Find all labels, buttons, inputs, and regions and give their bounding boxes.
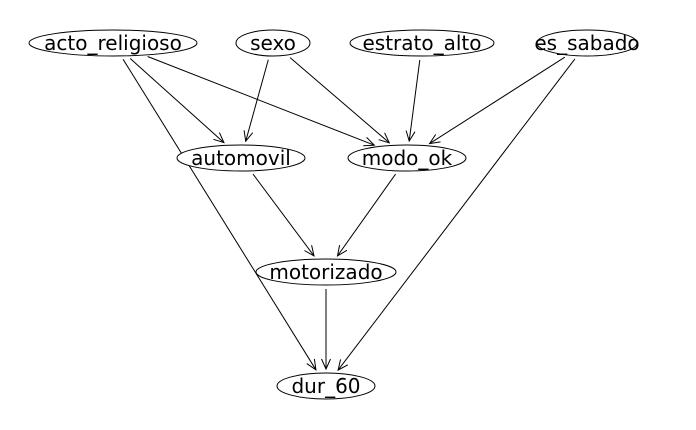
edge-sexo-to-automovil	[243, 59, 269, 143]
node-ellipse	[176, 144, 306, 172]
node-label: estrato_alto	[362, 31, 481, 55]
edge-estrato_alto-to-modo_ok	[405, 59, 421, 143]
node-ellipse	[349, 29, 495, 57]
arrow-head	[405, 130, 416, 143]
edge-automovil-to-motorizado	[252, 173, 315, 257]
arrow-head	[304, 245, 315, 257]
edge-line	[245, 59, 269, 142]
node-label: modo_ok	[362, 146, 453, 170]
arrow-head	[213, 132, 225, 144]
node-ellipse	[255, 258, 397, 286]
edge-line	[408, 59, 421, 142]
node-ellipse	[235, 29, 311, 57]
node-label: sexo	[250, 31, 296, 55]
edge-line	[337, 58, 576, 371]
node-motorizado: motorizado	[255, 258, 397, 286]
node-label: es_sabado	[534, 31, 639, 55]
edge-line	[147, 56, 375, 146]
arrow-head	[378, 132, 391, 144]
node-sexo: sexo	[235, 29, 311, 57]
edge-acto_religioso-to-automovil	[129, 58, 225, 144]
nodes-layer: acto_religioso sexo estrato_alto es_sabadoa…	[28, 29, 640, 400]
node-ellipse	[276, 372, 376, 400]
node-ellipse	[536, 29, 638, 57]
arrow-head	[306, 358, 317, 371]
edge-es_sabado-to-dur_60	[337, 58, 576, 372]
node-label: automovil	[191, 146, 291, 170]
edge-line	[252, 173, 315, 257]
edge-acto_religioso-to-dur_60	[122, 59, 317, 371]
edge-line	[337, 173, 397, 257]
arrow-head	[363, 137, 376, 147]
node-label: acto_religioso	[44, 31, 182, 55]
node-modo_ok: modo_ok	[347, 144, 467, 172]
edge-sexo-to-modo_ok	[289, 57, 391, 144]
edge-line	[429, 56, 566, 145]
node-automovil: automovil	[176, 144, 306, 172]
node-acto_religioso: acto_religioso	[28, 29, 198, 57]
edge-motorizado-to-dur_60	[321, 289, 331, 371]
node-label: dur_60	[291, 374, 360, 398]
edge-line	[122, 59, 317, 371]
node-ellipse	[28, 29, 198, 57]
arrow-head	[428, 134, 441, 145]
node-dur_60: dur_60	[276, 372, 376, 400]
edge-es_sabado-to-modo_ok	[428, 56, 566, 145]
node-es_sabado: es_sabado	[534, 29, 640, 57]
arrow-head	[321, 358, 331, 371]
arrow-head	[243, 130, 254, 143]
node-ellipse	[347, 144, 467, 172]
edge-line	[289, 57, 390, 144]
node-estrato_alto: estrato_alto	[349, 29, 495, 57]
arrow-head	[337, 359, 349, 372]
edge-acto_religioso-to-modo_ok	[147, 56, 376, 147]
edge-line	[129, 58, 225, 143]
arrow-head	[336, 245, 348, 257]
edge-modo_ok-to-motorizado	[336, 173, 397, 257]
node-label: motorizado	[269, 260, 382, 284]
edges-layer	[122, 56, 576, 372]
